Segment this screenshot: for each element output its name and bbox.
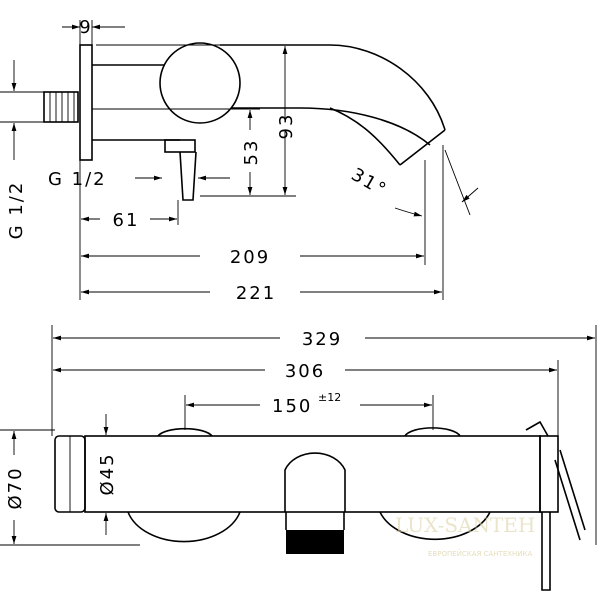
handle-right <box>539 435 559 513</box>
spout-lower-edge <box>232 107 431 146</box>
dim-label-150: 150 <box>272 396 312 417</box>
spout-front <box>284 452 346 512</box>
handle-lever-diag <box>559 449 586 531</box>
angle-arrow <box>394 207 423 217</box>
front-view: 329 306 150 ±12 Ø70 Ø45 <box>0 325 597 591</box>
angle-arrow <box>461 187 479 203</box>
angle-ext-line <box>444 149 471 216</box>
spout-tip <box>399 129 446 166</box>
spout-upper-edge <box>220 44 446 131</box>
dim-label-angle: 31° <box>348 164 391 201</box>
handle-lever-top <box>525 420 549 437</box>
dim-label-dia45: Ø45 <box>97 452 118 495</box>
dim-label-150-tolerance: ±12 <box>318 391 341 404</box>
dim-label-329: 329 <box>302 329 342 350</box>
dim-label-306: 306 <box>285 361 325 382</box>
dim-label-61: 61 <box>113 210 140 231</box>
flange-right-top <box>404 427 461 437</box>
thread-connector <box>43 91 79 123</box>
mixer-body <box>84 435 541 513</box>
handle-circle <box>159 42 241 124</box>
side-view: 9 93 53 G 1/2 G 1/2 61 209 <box>0 17 479 304</box>
watermark-tagline: ЕВРОПЕЙСКАЯ САНТЕХНИКА <box>428 549 533 558</box>
handle-lever <box>541 512 551 591</box>
dim-label-thread-side: G 1/2 <box>6 181 27 240</box>
dim-label-221: 221 <box>236 283 276 304</box>
watermark: LUX-SANTEH ЕВРОПЕЙСКАЯ САНТЕХНИКА <box>395 513 535 558</box>
lever-base <box>164 139 196 153</box>
spout-outlet <box>286 530 344 554</box>
watermark-brand: LUX-SANTEH <box>395 513 535 537</box>
lever-handle <box>179 151 197 201</box>
flange-left-bottom <box>127 511 241 543</box>
spout-inner <box>329 107 401 166</box>
dim-label-thread-lever: G 1/2 <box>48 169 107 190</box>
dim-label-9: 9 <box>79 17 92 38</box>
flange-right-bottom <box>379 511 491 541</box>
handle-lever-diag <box>554 459 581 541</box>
dim-label-209: 209 <box>230 247 270 268</box>
wall-plate <box>79 44 93 161</box>
dim-label-93: 93 <box>276 113 297 140</box>
dim-label-53: 53 <box>241 139 262 166</box>
dim-label-dia70: Ø70 <box>5 466 26 509</box>
